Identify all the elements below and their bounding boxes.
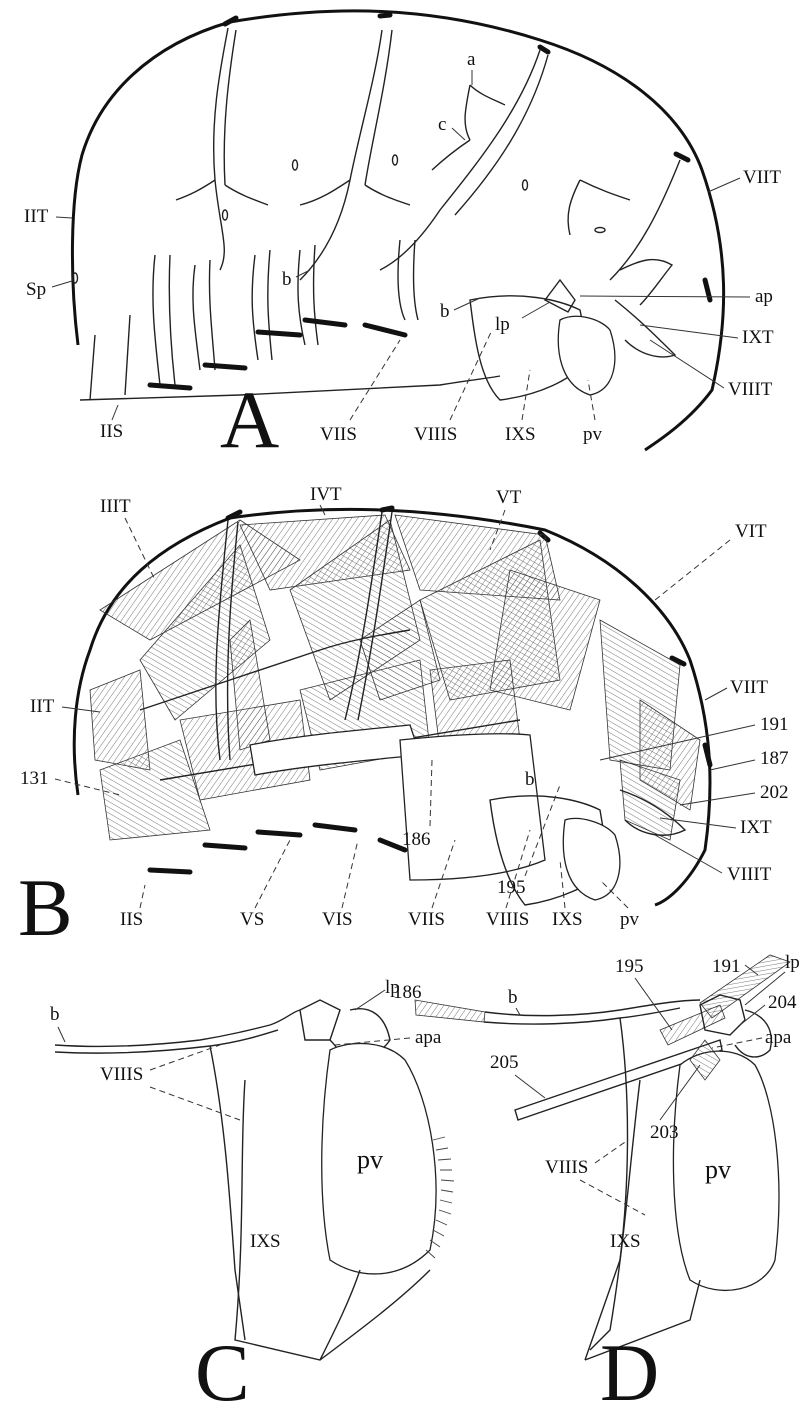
- label-ap: ap: [755, 286, 773, 307]
- label-vs: VS: [240, 909, 264, 930]
- panel-a: [72, 11, 723, 450]
- panel-letter-c: C: [195, 1327, 250, 1409]
- panel-letter-a: A: [220, 374, 279, 465]
- label-187: 187: [760, 748, 789, 769]
- label-b-c: b: [50, 1004, 60, 1025]
- label-205: 205: [490, 1052, 519, 1073]
- label-lp: lp: [495, 314, 510, 335]
- label-ixs: IXS: [505, 424, 536, 445]
- label-iit-b: IIT: [30, 696, 55, 717]
- label-b-d: b: [508, 987, 518, 1008]
- label-viit-b: VIIT: [730, 677, 768, 698]
- label-lp-d: lp: [785, 952, 800, 973]
- label-iis-b: IIS: [120, 909, 143, 930]
- label-203: 203: [650, 1122, 679, 1143]
- label-viis-b: VIIS: [408, 909, 445, 930]
- label-131: 131: [20, 768, 49, 789]
- label-viiis-b: VIIIS: [486, 909, 529, 930]
- label-pv-c: pv: [357, 1145, 383, 1174]
- panel-c: [55, 1000, 454, 1360]
- label-ivt: IVT: [310, 484, 342, 505]
- panel-b: [74, 508, 710, 905]
- label-apa-c: apa: [415, 1027, 442, 1048]
- label-a: a: [467, 49, 476, 70]
- label-viit: VIIT: [743, 167, 781, 188]
- panel-letter-b: B: [18, 862, 73, 953]
- label-b-1: b: [282, 269, 292, 290]
- label-apa-d: apa: [765, 1027, 792, 1048]
- label-pv-d: pv: [705, 1155, 731, 1184]
- label-pv-b: pv: [620, 909, 640, 930]
- panel-letter-d: D: [600, 1327, 659, 1409]
- label-b-b: b: [525, 769, 535, 790]
- label-iis: IIS: [100, 421, 123, 442]
- label-195: 195: [497, 877, 526, 898]
- label-viiit-b: VIIIT: [727, 864, 772, 885]
- label-iit: IIT: [24, 206, 49, 227]
- label-ixt: IXT: [742, 327, 774, 348]
- label-c: c: [438, 114, 446, 135]
- label-pv: pv: [583, 424, 603, 445]
- label-204: 204: [768, 992, 797, 1013]
- label-viis: VIIS: [320, 424, 357, 445]
- label-186: 186: [402, 829, 431, 850]
- label-vis: VIS: [322, 909, 353, 930]
- label-202: 202: [760, 782, 789, 803]
- label-186-d: 186: [393, 982, 422, 1003]
- label-viiis: VIIIS: [414, 424, 457, 445]
- label-195-d: 195: [615, 956, 644, 977]
- label-b-2: b: [440, 301, 450, 322]
- label-sp: Sp: [26, 279, 46, 300]
- label-iiit: IIIT: [100, 496, 131, 517]
- panel-a-labels: IIT Sp IIS a c b b lp ap IXT VIIIT VIIT …: [24, 49, 781, 465]
- label-191: 191: [760, 714, 789, 735]
- label-vit: VIT: [735, 521, 767, 542]
- label-ixs-d: IXS: [610, 1231, 641, 1252]
- label-viiit: VIIIT: [728, 379, 773, 400]
- panel-d: [415, 955, 790, 1360]
- label-viiis-c: VIIIS: [100, 1064, 143, 1085]
- label-ixs-b: IXS: [552, 909, 583, 930]
- label-ixs-c: IXS: [250, 1231, 281, 1252]
- label-viiis-d: VIIIS: [545, 1157, 588, 1178]
- label-191-d: 191: [712, 956, 741, 977]
- label-ixt-b: IXT: [740, 817, 772, 838]
- label-vt: VT: [496, 487, 522, 508]
